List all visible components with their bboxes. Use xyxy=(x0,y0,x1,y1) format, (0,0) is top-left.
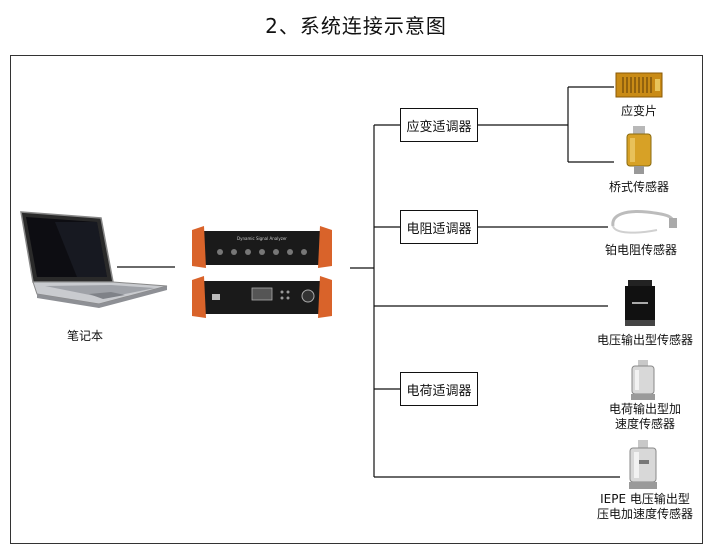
laptop-label: 笔记本 xyxy=(66,329,103,343)
charge-adapter-box: 电荷适调器 xyxy=(400,372,478,406)
iepe-accel-label-line2: 压电加速度传感器 xyxy=(596,507,693,521)
charge-accel-image xyxy=(631,360,655,400)
charge-accel-label-line1: 电荷输出型加 xyxy=(608,402,681,416)
voltage-sensor-image xyxy=(625,280,655,326)
laptop-image xyxy=(20,211,168,308)
iepe-accel-image xyxy=(629,440,657,489)
analyzer-front-text: Dynamic Signal Analyzer xyxy=(237,236,287,241)
strain-gauge-label: 应变片 xyxy=(620,104,657,118)
iepe-accel-label: IEPE 电压输出型 压电加速度传感器 xyxy=(590,492,700,522)
platinum-rtd-image xyxy=(611,210,677,234)
strain-gauge-image xyxy=(615,72,663,98)
bridge-sensor-image xyxy=(626,126,652,174)
charge-accel-label: 电荷输出型加 速度传感器 xyxy=(600,402,690,432)
signal-analyzer-image: Dynamic Signal Analyzer xyxy=(192,226,332,318)
bridge-sensor-label: 桥式传感器 xyxy=(608,180,669,194)
strain-adapter-box: 应变适调器 xyxy=(400,108,478,142)
charge-accel-label-line2: 速度传感器 xyxy=(614,417,675,431)
iepe-accel-label-line1: IEPE 电压输出型 xyxy=(600,492,690,506)
diagram-frame xyxy=(10,55,703,544)
page-title: 2、系统连接示意图 xyxy=(265,14,447,38)
platinum-rtd-label: 铂电阻传感器 xyxy=(604,243,677,257)
resistance-adapter-box: 电阻适调器 xyxy=(400,210,478,244)
voltage-sensor-label: 电压输出型传感器 xyxy=(596,333,693,347)
